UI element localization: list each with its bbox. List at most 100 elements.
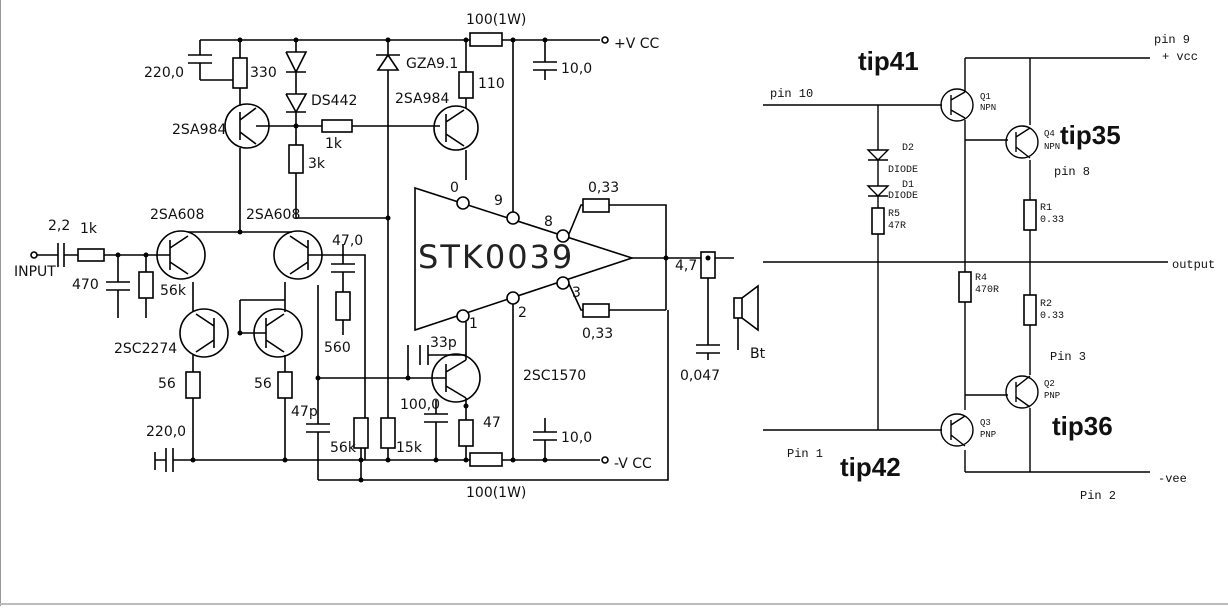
label-pin-10: pin 10 (770, 87, 813, 101)
label-d1: D1 (902, 180, 914, 191)
label-r5-value: 47R (888, 221, 906, 232)
label-r5: R5 (888, 209, 900, 220)
label-r4: R4 (975, 273, 987, 284)
label-d2: D2 (902, 143, 914, 154)
label-cap-33p: 33p (430, 335, 457, 351)
label-res-56-left: 56 (158, 376, 176, 392)
label-pin-0: 0 (450, 180, 459, 196)
label-q1-type: NPN (980, 103, 996, 113)
ic-pin-0 (456, 196, 470, 210)
resistor-r1 (1023, 199, 1037, 231)
label-pin-2: 2 (518, 305, 527, 321)
resistor-56k-bottom (353, 417, 369, 449)
label-res-100-top: 100(1W) (466, 12, 526, 28)
label-q4-type: NPN (1044, 142, 1060, 152)
label-2sa984-right: 2SA984 (395, 91, 449, 107)
label-ds442: DS442 (311, 93, 357, 109)
label-res-100-bottom: 100(1W) (466, 485, 526, 501)
resistor-r5 (871, 207, 885, 235)
label-vcc: + vcc (1162, 50, 1198, 64)
resistor-56-right (277, 371, 293, 399)
label-cap-10-top: 10,0 (561, 61, 592, 77)
resistor-56k-left (138, 271, 154, 299)
label-vcc-pos: +V CC (614, 36, 660, 52)
resistor-033-top (582, 198, 610, 213)
label-cap-47p: 47p (291, 404, 318, 420)
resistor-r2 (1023, 294, 1037, 326)
label-r1: R1 (1040, 203, 1052, 214)
label-output: output (1172, 258, 1215, 272)
label-vee: -vee (1158, 472, 1187, 486)
label-vcc-neg: -V CC (614, 456, 652, 472)
label-cap-220-top: 220,0 (144, 65, 184, 81)
label-q3: Q3 (980, 418, 991, 428)
label-cap-2-2: 2,2 (48, 218, 70, 234)
label-cap-10-bottom: 10,0 (561, 430, 592, 446)
label-diode-1: DIODE (888, 191, 918, 202)
label-tip41: tip41 (858, 46, 919, 76)
transistor-2sa984-right (433, 105, 479, 151)
transistor-q1 (940, 88, 974, 122)
ic-pin-8 (556, 229, 570, 243)
label-2sa608-right: 2SA608 (246, 207, 300, 223)
ic-pin-3 (556, 276, 570, 290)
label-pin-2: Pin 2 (1080, 489, 1116, 503)
label-r2: R2 (1040, 299, 1052, 310)
transistor-2sc2274-left (179, 308, 229, 358)
resistor-100-top (469, 32, 503, 47)
ic-pin-9 (506, 211, 520, 225)
label-tip36: tip36 (1052, 411, 1113, 441)
resistor-3k (288, 144, 304, 174)
left-amplifier-schematic: 100(1W) +V CC 220,0 330 DS442 GZA9.1 110… (14, 12, 766, 501)
label-res-110: 110 (478, 76, 505, 92)
label-pin-8: 8 (544, 214, 553, 230)
resistor-330 (232, 57, 248, 89)
label-q4: Q4 (1044, 129, 1055, 139)
label-pin-9: 9 (494, 193, 503, 209)
label-res-56-right: 56 (254, 376, 272, 392)
label-cap-0047: 0,047 (680, 368, 720, 384)
label-res-56k-left: 56k (160, 283, 187, 299)
label-pin-8: pin 8 (1054, 165, 1090, 179)
input-terminal (30, 251, 38, 259)
ic-stk0039-body (414, 186, 635, 332)
right-output-stage-schematic: pin 9 + vcc tip41 pin 10 Q1 NPN tip35 Q4… (763, 33, 1215, 503)
resistor-1k-input (77, 248, 105, 262)
vcc-pos-terminal (601, 36, 609, 44)
label-speaker: Bt (750, 346, 766, 362)
label-res-1k-input: 1k (80, 221, 98, 237)
label-cap-4-7: 4,7 (675, 258, 697, 274)
label-res-033-top: 0,33 (588, 180, 619, 196)
resistor-110 (458, 71, 474, 99)
label-pin-3: 3 (572, 285, 581, 301)
label-cap-100: 100,0 (400, 397, 440, 413)
label-input: INPUT (14, 264, 56, 280)
ic-pin-2 (506, 291, 520, 305)
label-2sc2274: 2SC2274 (114, 341, 177, 357)
resistor-560 (335, 291, 351, 321)
resistor-100-bottom (469, 452, 503, 467)
vcc-neg-terminal (601, 456, 609, 464)
label-r2-value: 0.33 (1040, 311, 1064, 322)
label-q1: Q1 (980, 92, 991, 102)
label-diode-2: DIODE (888, 165, 918, 176)
label-2sa608-left: 2SA608 (150, 207, 204, 223)
label-res-1k-mid: 1k (325, 136, 343, 152)
label-res-560: 560 (324, 340, 351, 356)
label-res-033-bottom: 0,33 (582, 326, 613, 342)
transistor-q2 (1005, 375, 1039, 409)
label-res-56k-bottom: 56k (330, 440, 357, 456)
label-cap-220-bottom: 220,0 (146, 424, 186, 440)
label-cap-47: 47,0 (332, 233, 363, 249)
ic-title: STK0039 (418, 238, 574, 276)
label-pin-1: Pin 1 (787, 447, 823, 461)
label-q2-type: PNP (1044, 391, 1060, 401)
label-res-470: 470 (72, 277, 99, 293)
resistor-56-left (185, 371, 201, 399)
junction-dots (115, 37, 711, 483)
label-res-3k: 3k (308, 156, 326, 172)
speaker-icon (733, 297, 743, 319)
label-gza: GZA9.1 (406, 56, 458, 72)
label-tip35: tip35 (1060, 120, 1121, 150)
